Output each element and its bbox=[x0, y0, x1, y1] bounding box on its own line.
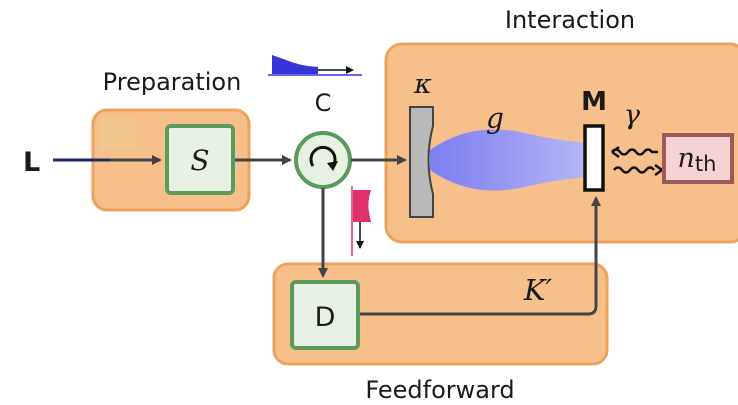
interaction-title: Interaction bbox=[505, 6, 635, 34]
circular-arrow-icon bbox=[309, 145, 338, 171]
wavy-arrows-icon bbox=[611, 145, 663, 177]
detector-label: D bbox=[315, 302, 336, 333]
thermal-bath-box bbox=[662, 133, 734, 184]
laser-label: L bbox=[23, 147, 40, 178]
mechanical-mirror bbox=[583, 124, 605, 192]
thermal-subscript: th bbox=[695, 152, 717, 176]
circulator bbox=[294, 131, 352, 189]
squeezer-label: S bbox=[190, 144, 209, 177]
preparation-accent bbox=[99, 118, 137, 150]
squeezer-box bbox=[165, 124, 235, 195]
preparation-title: Preparation bbox=[103, 68, 242, 96]
cavity-beam bbox=[430, 129, 585, 191]
thermal-bath-label: nth bbox=[678, 143, 717, 176]
red-pulse-icon bbox=[351, 186, 371, 256]
feedforward-line bbox=[360, 196, 601, 316]
blue-pulse-icon bbox=[268, 55, 362, 76]
kappa-label: κ bbox=[413, 69, 432, 100]
feedforward-title: Feedforward bbox=[365, 376, 514, 404]
circulator-label: C bbox=[315, 89, 332, 117]
gamma-label: γ bbox=[624, 100, 641, 131]
coupling-label: g bbox=[486, 102, 504, 135]
input-mirror bbox=[409, 106, 434, 218]
gain-label: K′ bbox=[523, 273, 553, 307]
detector-box bbox=[290, 280, 360, 350]
thermal-n: n bbox=[678, 143, 695, 174]
mirror-label: M bbox=[581, 87, 607, 117]
